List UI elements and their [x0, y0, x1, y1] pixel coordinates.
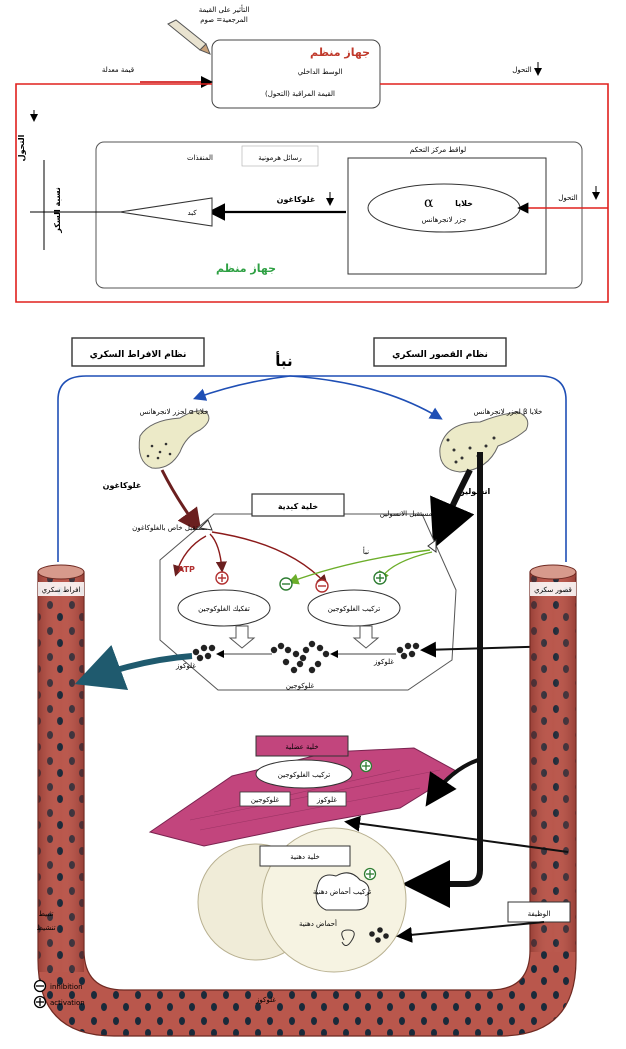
- activation-icon: [373, 571, 387, 585]
- insulin-receptor-label: مستقبل الانسولين: [380, 510, 433, 518]
- pencil-icon: [167, 19, 211, 55]
- left-note-2: تنشيط: [36, 924, 55, 932]
- set-value-label: قيمة معدلة: [102, 66, 134, 74]
- glycogen-label: غلوكوجين: [286, 682, 315, 690]
- feedback-loop: [15, 83, 609, 303]
- reference-note-line1: التأثير على القيمة: [199, 4, 250, 14]
- activation-icon: [359, 759, 373, 773]
- regulator-system-title: جهاز منظم: [216, 262, 276, 275]
- glucagon-label: غلوكاغون: [277, 195, 316, 204]
- reference-note-line2: المرجعية= صوم: [200, 16, 248, 24]
- blue-loop: [57, 375, 567, 562]
- alpha-symbol: α: [424, 195, 434, 211]
- controlled-system-title: جهاز منظم: [310, 46, 370, 59]
- controlled-system-box: [211, 39, 381, 109]
- left-vessel-opening: [37, 564, 85, 580]
- glucose-release-arrow: [74, 644, 193, 691]
- right-vessel-opening: [529, 564, 577, 580]
- alpha-cells-label: خلايا α لجزر لانجرهانس: [140, 408, 209, 416]
- glucagon-receptor-label: مستقبل خاص بالغلوكاغون: [132, 524, 208, 532]
- nba-label: نبأ: [363, 546, 369, 556]
- legend-inhibition: inhibition: [50, 983, 83, 991]
- liver-wedge: [119, 197, 213, 227]
- fat-synthesis-cloud: [315, 872, 370, 911]
- beta-pancreas: [439, 411, 529, 473]
- activation-icon: [33, 995, 47, 1009]
- insulin-arrow-fat: [402, 452, 483, 908]
- activation-icon: [215, 571, 229, 585]
- alpha-cells-ellipse: [367, 183, 521, 233]
- glycogen-breakdown-ellipse: [177, 589, 271, 627]
- hyperglycemia-system-box: [71, 337, 205, 367]
- shift-left-label: التحول: [17, 134, 26, 161]
- hypoglycemia-system-box: [373, 337, 507, 367]
- glucose-cluster: [192, 644, 216, 662]
- insulin-receptor-icon: [427, 539, 437, 553]
- glucagon-receptor-icon: [198, 519, 213, 531]
- fat-acids-label: أحماض دهنية: [299, 919, 337, 928]
- glycogen-synthesis-label: تركيب الغلوكوجين: [328, 605, 381, 613]
- legend-activation: activation: [50, 999, 85, 1007]
- insulin-hormone-label: انسولين: [458, 487, 491, 496]
- insulin-arrow-liver: [430, 468, 475, 550]
- left-vessel-label: افراط سكري: [42, 586, 81, 594]
- glycogen-synthesis-ellipse: [307, 589, 401, 627]
- glucagon-arrow: [160, 469, 202, 533]
- hypoglycemia-system-title: نظام القصور السكري: [392, 350, 488, 360]
- inhibition-icon: [279, 577, 293, 591]
- top-mark: نبأ: [275, 351, 292, 370]
- muscle-synthesis-ellipse: [255, 759, 353, 789]
- glycogen-chain: [270, 640, 330, 674]
- muscle-glycogen-label: غلوكوجين: [251, 796, 280, 804]
- glycogen-breakdown-label: تفكيك الغلوكوجين: [198, 605, 250, 613]
- bottom-diagram: نظام الافراط السكري نظام القصور السكري ن…: [33, 337, 577, 1037]
- hyperglycemia-system-title: نظام الافراط السكري: [90, 350, 187, 360]
- glucose-cluster: [369, 927, 389, 943]
- top-panel: التأثير على القيمة المرجعية= صوم جهاز من…: [15, 4, 609, 303]
- shift-right-label: التحول: [558, 194, 577, 202]
- inhibition-icon: [315, 579, 329, 593]
- blood-glucose-label: نسبة السكر: [53, 187, 62, 234]
- liver-cell-label: خلية كبدية: [278, 502, 319, 511]
- blood-vessel: [37, 571, 577, 1037]
- function-label: الوظيفة: [528, 910, 551, 918]
- activation-icon: [363, 867, 377, 881]
- liver-label: كبد: [187, 209, 197, 217]
- glucagon-hormone-label: غلوكاغون: [103, 481, 142, 490]
- alpha-cells-label: خلايا: [455, 199, 473, 208]
- fat-synthesis-label: تركيب أحماض دهنية: [313, 887, 371, 896]
- fat-cell-label: خلية دهنية: [290, 853, 320, 861]
- control-center-notes: لواقط مركز التحكم: [410, 146, 466, 154]
- muscle-synthesis-label: تركيب الغلوكوجين: [278, 771, 331, 779]
- glucose-cluster: [396, 642, 420, 660]
- hormonal-messages-label: رسائل هرمونية: [258, 154, 302, 162]
- bottom-glucose-label: غلوكوز: [255, 996, 276, 1004]
- islets-label: جزر لانجرهانس: [422, 216, 467, 224]
- glucose-left-label: غلوكوز: [175, 662, 196, 670]
- beta-cells-label: خلايا β لجزر لانجرهانس: [474, 408, 543, 416]
- internal-environment: الوسط الداخلي: [298, 68, 343, 76]
- muscle-cell-label: خلية عضلية: [285, 743, 318, 751]
- alpha-pancreas: [138, 410, 210, 469]
- glucose-right-label: غلوكوز: [373, 658, 394, 666]
- legend: inhibition activation: [33, 979, 85, 1009]
- muscle-glucose-label: غلوكوز: [316, 796, 337, 804]
- inhibition-icon: [33, 979, 47, 993]
- monitored-value: القيمة المراقبة (التحول): [265, 90, 335, 98]
- atp-label: ATP: [178, 565, 195, 574]
- right-vessel-label: قصور سكري: [534, 586, 572, 594]
- effectors-label: المنفذات: [187, 154, 213, 162]
- left-note-1: تثبيط: [39, 910, 54, 918]
- shift-top-label: التحول: [512, 66, 531, 74]
